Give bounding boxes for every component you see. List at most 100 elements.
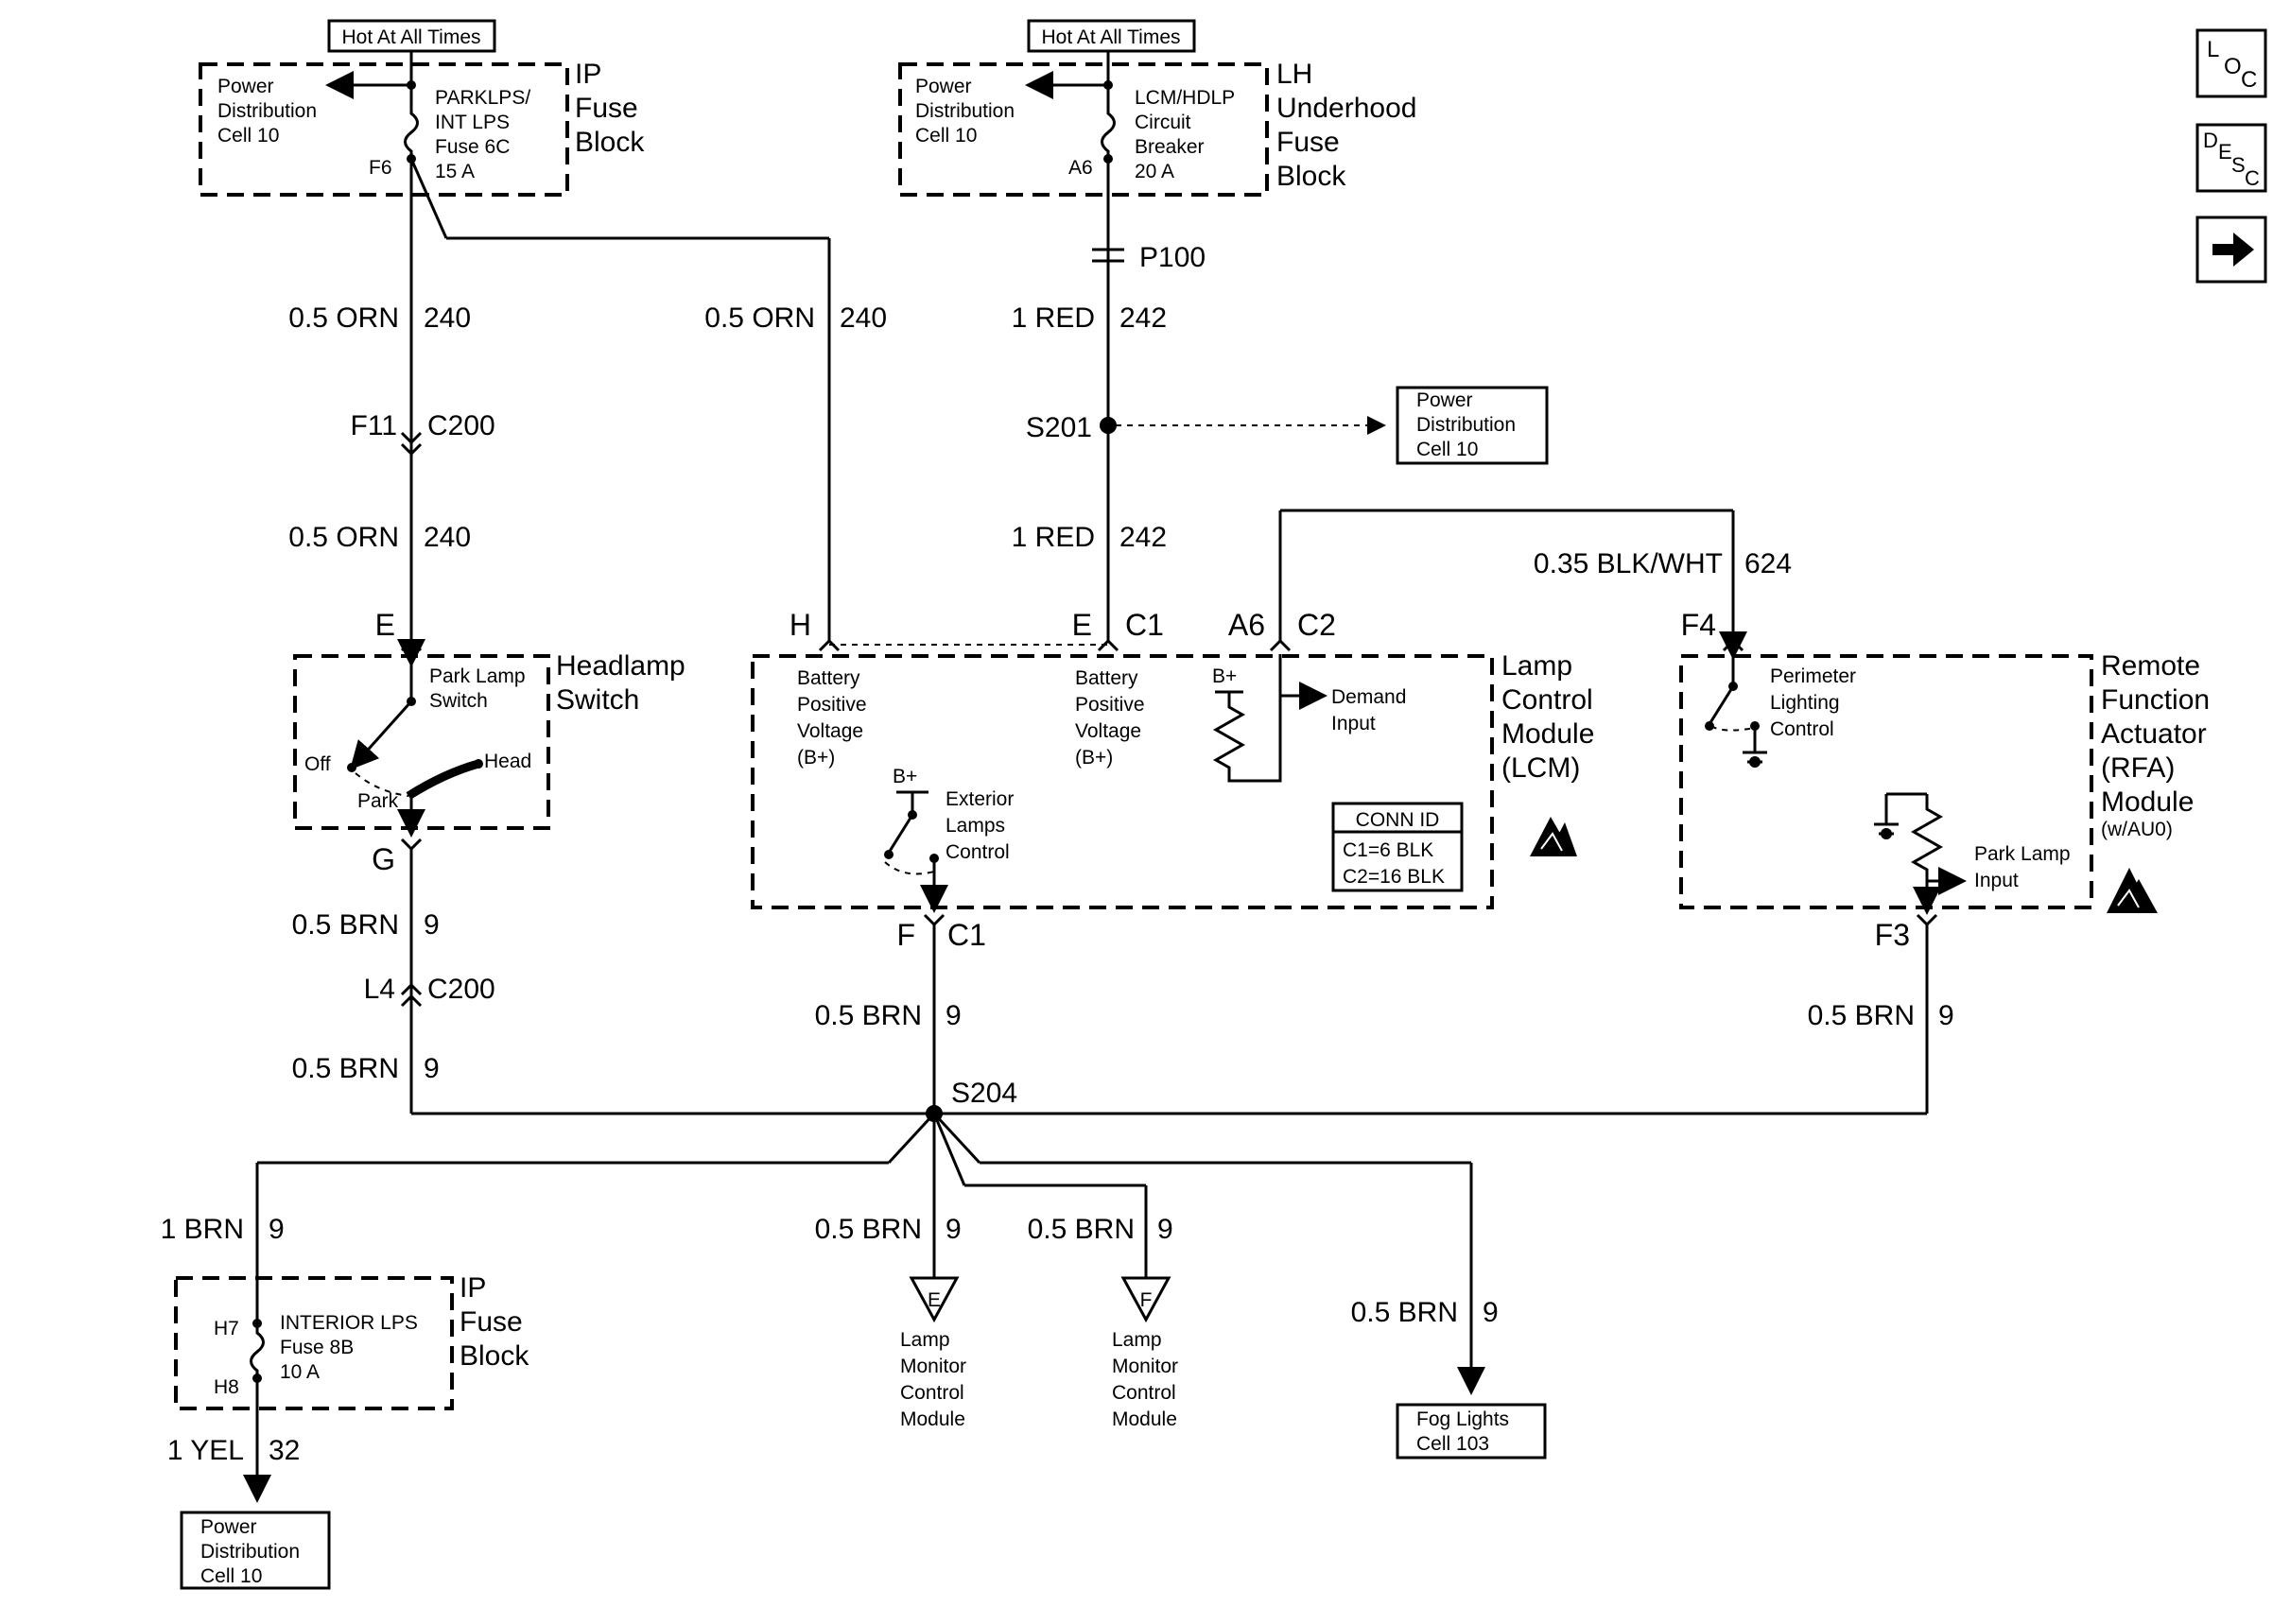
- svg-text:Input: Input: [1331, 713, 1376, 734]
- svg-text:H: H: [789, 608, 811, 642]
- svg-text:10 A: 10 A: [280, 1361, 320, 1383]
- power-distribution-box-s201: Power Distribution Cell 10: [1396, 386, 1549, 465]
- svg-text:LH: LH: [1276, 59, 1312, 90]
- pullup-resistor-icon: [1212, 654, 1282, 783]
- svg-text:1 RED: 1 RED: [1012, 302, 1095, 334]
- svg-text:IP: IP: [460, 1272, 486, 1304]
- svg-text:Control: Control: [900, 1382, 964, 1404]
- svg-text:Cell 10: Cell 10: [200, 1565, 262, 1587]
- svg-text:INTERIOR LPS: INTERIOR LPS: [280, 1312, 418, 1334]
- svg-text:Battery: Battery: [1075, 667, 1138, 689]
- svg-text:Fog Lights: Fog Lights: [1416, 1408, 1509, 1430]
- svg-text:(w/AU0): (w/AU0): [2101, 819, 2173, 840]
- ip-fuse-block-bottom: H7 H8 INTERIOR LPS Fuse 8B 10 A IP Fuse …: [167, 1272, 529, 1503]
- svg-text:L: L: [2207, 37, 2219, 62]
- svg-text:Switch: Switch: [429, 690, 488, 712]
- lamp-control-module: H E C1 A6 C2 Battery Positive Voltage (B…: [751, 608, 1594, 952]
- svg-text:B+: B+: [1212, 665, 1237, 687]
- svg-text:Control: Control: [1501, 684, 1593, 716]
- svg-text:(RFA): (RFA): [2101, 752, 2175, 784]
- svg-text:Park: Park: [357, 790, 399, 812]
- svg-text:C: C: [2245, 166, 2260, 190]
- wire-240-branch: 0.5 ORN 240: [409, 158, 887, 641]
- svg-text:Perimeter: Perimeter: [1770, 665, 1856, 687]
- svg-text:Distribution: Distribution: [1416, 414, 1516, 436]
- fuse-8b-icon: [250, 1323, 265, 1378]
- svg-text:Block: Block: [1276, 161, 1346, 192]
- svg-text:20 A: 20 A: [1135, 161, 1174, 182]
- svg-text:P100: P100: [1139, 242, 1206, 273]
- svg-text:A6: A6: [1068, 157, 1093, 179]
- svg-text:L4: L4: [364, 974, 395, 1005]
- svg-text:F11: F11: [351, 410, 397, 441]
- svg-text:Lamp: Lamp: [1501, 650, 1572, 682]
- svg-text:Voltage: Voltage: [1075, 720, 1141, 742]
- svg-text:G: G: [372, 842, 395, 876]
- svg-text:Cell 10: Cell 10: [217, 125, 279, 147]
- svg-text:C200: C200: [427, 410, 495, 441]
- svg-text:Exterior: Exterior: [946, 788, 1014, 810]
- svg-text:Cell 103: Cell 103: [1416, 1433, 1489, 1455]
- svg-text:C1: C1: [947, 918, 986, 952]
- svg-text:INT LPS: INT LPS: [435, 112, 510, 133]
- power-distribution-box-bottom: Power Distribution Cell 10: [180, 1511, 331, 1590]
- svg-text:Positive: Positive: [797, 694, 867, 716]
- svg-text:Module: Module: [2101, 786, 2194, 818]
- desc-button[interactable]: D E S C: [2195, 123, 2267, 193]
- svg-text:9: 9: [1157, 1214, 1173, 1245]
- svg-text:H7: H7: [214, 1318, 239, 1339]
- svg-text:9: 9: [946, 1000, 962, 1031]
- svg-text:A6: A6: [1228, 608, 1265, 642]
- svg-text:Fuse: Fuse: [460, 1306, 523, 1338]
- svg-text:E: E: [375, 608, 395, 642]
- svg-text:Block: Block: [460, 1340, 529, 1372]
- svg-text:Block: Block: [575, 127, 645, 158]
- svg-text:Lamp: Lamp: [900, 1329, 950, 1351]
- wire-9-right: 0.5 BRN 9: [934, 924, 1954, 1115]
- svg-text:Headlamp: Headlamp: [556, 650, 685, 682]
- svg-text:9: 9: [424, 909, 440, 941]
- svg-text:Battery: Battery: [797, 667, 860, 689]
- svg-text:0.5 BRN: 0.5 BRN: [815, 1000, 922, 1031]
- svg-text:Actuator: Actuator: [2101, 718, 2207, 750]
- svg-text:9: 9: [1483, 1297, 1499, 1328]
- next-arrow-button[interactable]: [2195, 216, 2267, 284]
- svg-text:0.5 BRN: 0.5 BRN: [1351, 1297, 1458, 1328]
- svg-text:240: 240: [424, 302, 471, 334]
- svg-text:C: C: [2241, 67, 2257, 93]
- arrow-right-icon: [2212, 233, 2254, 267]
- svg-text:Voltage: Voltage: [797, 720, 863, 742]
- svg-text:Fuse: Fuse: [575, 93, 638, 124]
- svg-text:242: 242: [1119, 302, 1167, 334]
- svg-text:0.5 ORN: 0.5 ORN: [704, 302, 815, 334]
- svg-text:9: 9: [1938, 1000, 1954, 1031]
- svg-text:1 RED: 1 RED: [1012, 522, 1095, 553]
- connector-c200-l4: [400, 982, 423, 1008]
- svg-text:Lamp: Lamp: [1112, 1329, 1162, 1351]
- svg-text:B+: B+: [893, 766, 917, 787]
- svg-text:Fuse 6C: Fuse 6C: [435, 136, 510, 158]
- fuse-symbol-icon: [404, 85, 419, 159]
- svg-text:Distribution: Distribution: [200, 1541, 300, 1563]
- svg-text:Control: Control: [1112, 1382, 1176, 1404]
- svg-text:H8: H8: [214, 1376, 239, 1398]
- svg-text:624: 624: [1744, 548, 1792, 579]
- loc-button[interactable]: L O C: [2195, 28, 2267, 98]
- esd-warning-icon: [1530, 817, 1577, 856]
- svg-text:0.5 ORN: 0.5 ORN: [288, 522, 399, 553]
- svg-text:C2: C2: [1297, 608, 1336, 642]
- wire-9-center: 0.5 BRN 9: [815, 924, 962, 1114]
- esd-warning-icon-rfa: [2107, 868, 2158, 913]
- svg-text:Module: Module: [1501, 718, 1594, 750]
- svg-text:9: 9: [269, 1214, 285, 1245]
- hot-at-all-times-label-left: Hot At All Times: [327, 19, 496, 53]
- svg-text:(LCM): (LCM): [1501, 752, 1580, 784]
- svg-text:E: E: [2218, 140, 2232, 164]
- svg-text:Lamps: Lamps: [946, 815, 1005, 837]
- splice-s201: [1100, 417, 1117, 434]
- svg-text:240: 240: [840, 302, 887, 334]
- svg-text:Function: Function: [2101, 684, 2210, 716]
- svg-text:Circuit: Circuit: [1135, 112, 1191, 133]
- svg-text:Demand: Demand: [1331, 686, 1406, 708]
- svg-text:Monitor: Monitor: [1112, 1356, 1178, 1377]
